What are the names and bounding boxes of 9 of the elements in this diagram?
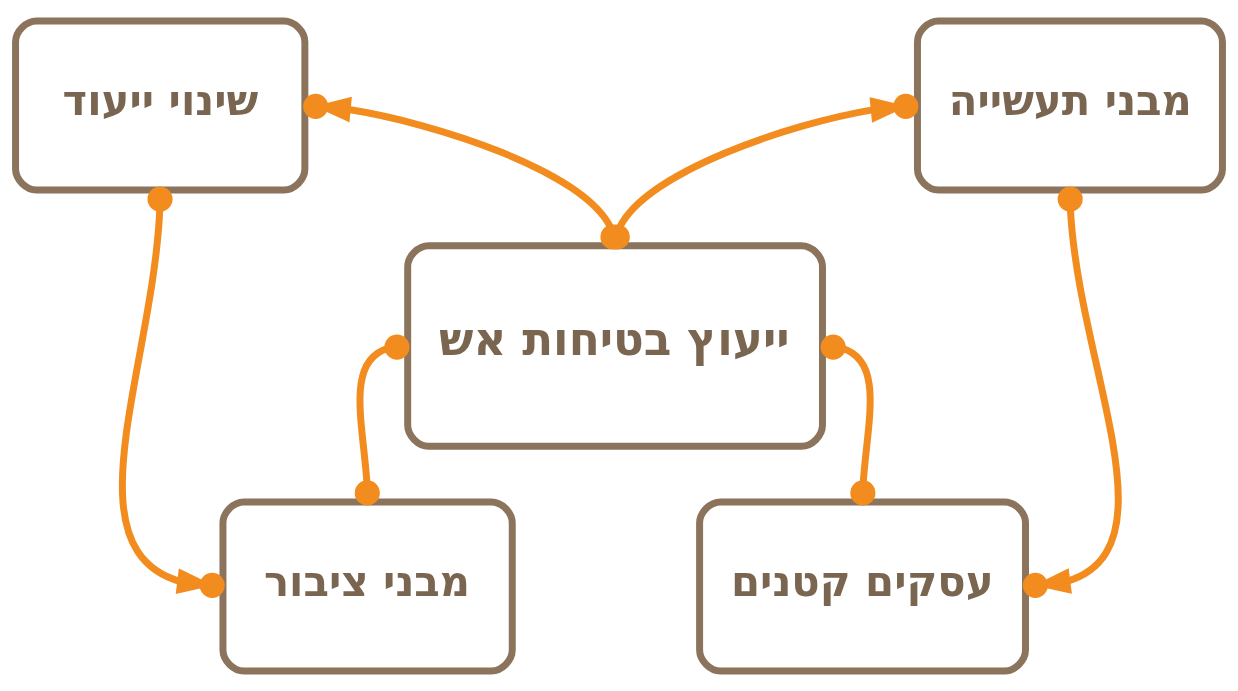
node-box: עסקים קטנים — [696, 498, 1029, 674]
arrow — [119, 186, 225, 598]
node-box: מבני ציבור — [219, 498, 516, 674]
node-box: ייעוץ בטיחות אש — [404, 241, 826, 450]
node-box: שינוי ייעוד — [12, 17, 309, 193]
connector — [354, 334, 410, 505]
connector — [820, 334, 876, 505]
arrow — [1022, 186, 1122, 598]
node-box: מבני תעשייה — [913, 17, 1226, 193]
